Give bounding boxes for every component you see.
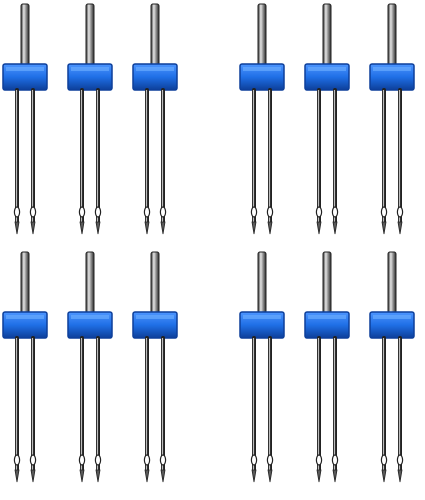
twin-needle <box>132 3 178 235</box>
needle-eye <box>13 454 21 466</box>
needle-clamp-highlight <box>71 67 109 71</box>
needle-eye <box>143 454 151 466</box>
needle-tip <box>267 221 273 235</box>
needle-clamp-highlight <box>308 67 346 71</box>
needle-eye <box>250 206 258 218</box>
needle-tip <box>144 221 150 235</box>
needle-eye <box>315 206 323 218</box>
needle-clamp-highlight <box>6 67 44 71</box>
needle-tip <box>397 221 403 235</box>
needle-tip <box>332 221 338 235</box>
needle-eye <box>94 206 102 218</box>
needle-tip <box>397 469 403 483</box>
needle-eye <box>159 454 167 466</box>
twin-needle <box>2 3 48 235</box>
needle-tip <box>251 221 257 235</box>
needle-eye <box>331 206 339 218</box>
needle-tip <box>14 469 20 483</box>
twin-needle <box>369 3 415 235</box>
needle-eye <box>94 454 102 466</box>
needle-eye <box>78 454 86 466</box>
needle-tip <box>30 221 36 235</box>
needle-eye <box>266 454 274 466</box>
needle-eye <box>315 454 323 466</box>
needle-tip <box>30 469 36 483</box>
needle-eye <box>396 454 404 466</box>
needle-eye <box>143 206 151 218</box>
needle-eye <box>250 454 258 466</box>
needle-tip <box>251 469 257 483</box>
needle-eye <box>331 454 339 466</box>
needle-clamp-highlight <box>136 67 174 71</box>
needle-shank <box>85 251 95 315</box>
needle-eye <box>13 206 21 218</box>
needle-tip <box>332 469 338 483</box>
twin-needle <box>239 251 285 483</box>
needle-shank <box>322 3 332 67</box>
needle-shank <box>85 3 95 67</box>
needle-eye <box>266 206 274 218</box>
needle-clamp-highlight <box>373 315 411 319</box>
needle-tip <box>95 221 101 235</box>
twin-needle <box>67 251 113 483</box>
needle-eye <box>29 206 37 218</box>
needle-clamp-highlight <box>243 315 281 319</box>
needle-tip <box>79 221 85 235</box>
needle-eye <box>29 454 37 466</box>
needle-tip <box>381 469 387 483</box>
needle-tip <box>267 469 273 483</box>
twin-needle <box>2 251 48 483</box>
needle-eye <box>396 206 404 218</box>
needle-tip <box>316 221 322 235</box>
twin-needle <box>239 3 285 235</box>
twin-needle <box>304 3 350 235</box>
needle-shank <box>150 251 160 315</box>
needle-tip <box>79 469 85 483</box>
needle-clamp-highlight <box>308 315 346 319</box>
needle-eye <box>380 454 388 466</box>
needle-tip <box>95 469 101 483</box>
twin-needle <box>304 251 350 483</box>
needle-tip <box>160 469 166 483</box>
needle-tip <box>316 469 322 483</box>
needle-tip <box>381 221 387 235</box>
twin-needle <box>67 3 113 235</box>
needle-shank <box>257 251 267 315</box>
needle-shank <box>257 3 267 67</box>
twin-needle <box>369 251 415 483</box>
needle-shank <box>20 251 30 315</box>
needle-eye <box>380 206 388 218</box>
needle-tip <box>160 221 166 235</box>
needle-shank <box>150 3 160 67</box>
needle-clamp-highlight <box>136 315 174 319</box>
needle-clamp-highlight <box>6 315 44 319</box>
needle-tip <box>144 469 150 483</box>
needles-group <box>2 3 415 483</box>
needle-shank <box>387 3 397 67</box>
needle-shank <box>322 251 332 315</box>
needle-clamp-highlight <box>243 67 281 71</box>
needle-clamp-highlight <box>71 315 109 319</box>
needle-eye <box>159 206 167 218</box>
needle-tip <box>14 221 20 235</box>
needle-shank <box>387 251 397 315</box>
needle-eye <box>78 206 86 218</box>
twin-needle <box>132 251 178 483</box>
needle-shank <box>20 3 30 67</box>
needle-clamp-highlight <box>373 67 411 71</box>
